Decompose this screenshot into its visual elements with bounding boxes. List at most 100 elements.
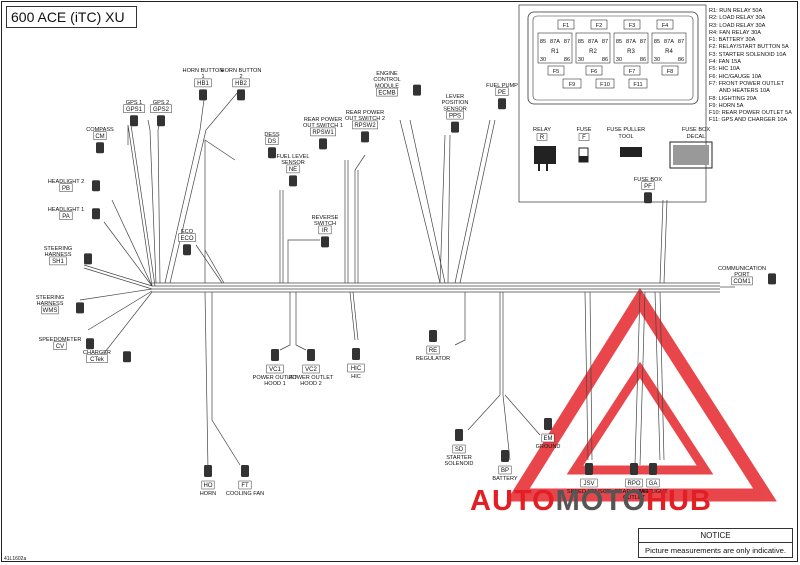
connector-jsv: JSV SPEED SENSOR	[567, 463, 611, 495]
connector-plug-icon	[123, 351, 131, 363]
relay-slot	[613, 32, 649, 64]
part-code: F	[582, 135, 586, 141]
fuse-slot	[585, 65, 603, 76]
connector-label: SENSOR	[443, 106, 467, 112]
connector-plug-icon	[352, 348, 360, 360]
connector-code-box	[580, 478, 598, 488]
fuse-slot	[628, 78, 648, 89]
relay-label: R4	[665, 49, 673, 55]
connector-label: REAR POWER	[346, 110, 384, 116]
connector-code: PB	[62, 186, 70, 192]
connector-plug-icon	[585, 463, 593, 475]
connector-code-box	[238, 480, 252, 490]
relay-slot	[651, 32, 687, 64]
relay-pin: 87A	[588, 39, 598, 45]
relay-pin: 87A	[664, 39, 674, 45]
connector-label: ECO	[181, 229, 194, 235]
fuse-legend-item: R3: LOAD RELAY 30A	[709, 22, 766, 29]
connector-label: SOLENOID	[445, 461, 474, 467]
connector-code-box	[446, 110, 464, 120]
relay-label: R3	[627, 49, 635, 55]
connector-label: SPEED SENSOR	[567, 489, 611, 495]
part-label: FUSE PULLER	[607, 127, 645, 133]
fuse-legend-item: R2: LOAD RELAY 30A	[709, 15, 766, 22]
connector-code-box	[59, 211, 73, 220]
connector-label: HEADLIGHT 1	[48, 207, 85, 213]
connector-code-box	[41, 305, 59, 315]
relay-pin: 86	[640, 57, 646, 63]
connector-code-box	[201, 480, 215, 490]
connector-code: HO	[204, 483, 213, 489]
fuse-label: F5	[553, 69, 560, 75]
connector-plug-icon	[289, 175, 297, 187]
relay-pin: 87	[640, 39, 646, 45]
fuse-label: F4	[662, 23, 669, 29]
connector-plug-icon	[96, 142, 104, 154]
connector-code: ECMB	[378, 90, 395, 96]
connector-code: JSV	[583, 481, 594, 487]
connector-label: CONTROL	[373, 77, 400, 83]
connector-code-box	[498, 465, 512, 475]
connector-label: HORN BUTTON	[221, 68, 262, 74]
connector-label: COOLING FAN	[226, 491, 264, 497]
connector-plug-icon	[199, 89, 207, 101]
connector-label: MODULE	[375, 83, 399, 89]
connector-plug-icon	[237, 89, 245, 101]
connector-plug-icon	[768, 273, 776, 285]
connector-pb: HEADLIGHT 2PB	[48, 179, 100, 192]
fuse-slot	[623, 65, 641, 76]
relay-pin: 85	[616, 39, 622, 45]
connector-label: ENGINE	[376, 71, 398, 77]
connector-code: RPO	[627, 481, 640, 487]
connector-code-box	[286, 164, 300, 174]
connector-code: RE	[429, 348, 437, 354]
connector-label: DESS	[264, 132, 280, 138]
connector-label: SPEEDOMETER	[39, 337, 82, 343]
connector-label: LEVER	[446, 94, 464, 100]
connector-code: CTek	[90, 357, 105, 363]
connector-plug-icon	[319, 138, 327, 150]
connector-code: HB1	[197, 81, 209, 87]
connector-code: SD	[455, 447, 464, 453]
connector-plug-icon	[307, 349, 315, 361]
connector-plug-icon	[630, 463, 638, 475]
fuse-legend-item: R4: FAN RELAY 30A	[709, 29, 762, 36]
connector-label: HEADLIGHT 2	[48, 179, 85, 185]
harness	[79, 91, 735, 471]
connector-code: FT	[241, 483, 249, 489]
relay-pin: 85	[654, 39, 660, 45]
relay-pin: 30	[654, 57, 660, 63]
connector-code: CM	[95, 134, 104, 140]
connector-code: BP	[501, 468, 509, 474]
connector-ft: FT COOLING FAN	[226, 465, 264, 497]
relay-pin: 87	[602, 39, 608, 45]
fuse-slot	[547, 65, 565, 76]
connector-label: SENSOR	[281, 160, 305, 166]
connector-code: EM	[544, 436, 553, 442]
connector-label: HOOD 1	[264, 381, 285, 387]
connector-label: BATTERY	[492, 476, 518, 482]
connector-code-box	[49, 256, 67, 266]
connector-label: HIC	[351, 374, 361, 380]
part-code: R	[540, 135, 545, 141]
connector-code-box	[625, 478, 643, 488]
fuse-slot	[595, 78, 615, 89]
connector-label: FUEL PUMP	[486, 83, 518, 89]
fuse-slot	[656, 19, 674, 30]
connector-code: WMS	[43, 308, 58, 314]
